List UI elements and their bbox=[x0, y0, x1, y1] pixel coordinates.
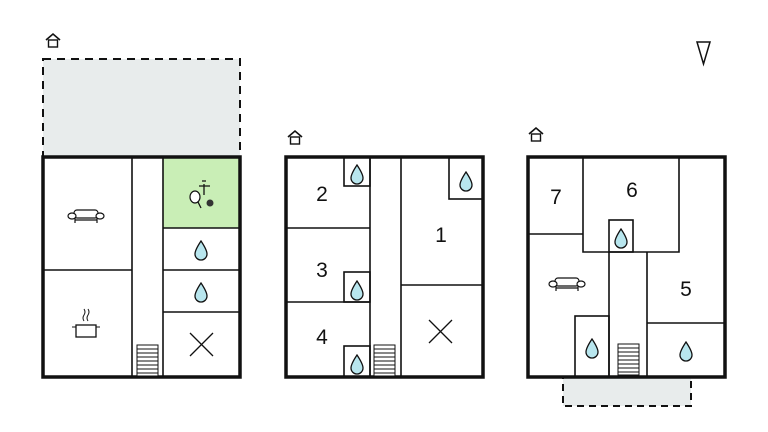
room-number: 5 bbox=[680, 278, 692, 301]
room-number: 1 bbox=[435, 224, 447, 247]
bathroom-drop-icon bbox=[459, 171, 473, 192]
second-floor-plan: 7 6 5 bbox=[526, 127, 727, 407]
bathroom-drop-icon bbox=[585, 338, 599, 359]
balcony bbox=[562, 376, 692, 407]
bathroom-drop-icon bbox=[679, 341, 693, 362]
bathroom-drop-icon bbox=[194, 240, 208, 261]
bathroom-drop-icon bbox=[194, 282, 208, 303]
floor-level-icon bbox=[287, 130, 303, 145]
bathroom-drop-icon bbox=[350, 280, 364, 301]
room-number: 7 bbox=[550, 186, 562, 209]
floor-level-icon bbox=[528, 127, 544, 142]
room-number: 4 bbox=[316, 326, 328, 349]
bathroom-drop-icon bbox=[614, 228, 628, 249]
utility-x-icon bbox=[428, 319, 453, 344]
cooking-pot-icon bbox=[72, 308, 100, 338]
floor-level-icon bbox=[45, 33, 61, 48]
first-floor-plan: 2 3 4 1 bbox=[284, 130, 485, 379]
games-room bbox=[163, 157, 240, 228]
room-number: 2 bbox=[316, 183, 328, 206]
stairs-icon bbox=[136, 344, 159, 377]
terrace bbox=[42, 58, 241, 158]
room-number: 3 bbox=[316, 259, 328, 282]
stairs-icon bbox=[617, 343, 640, 376]
ground-floor-plan bbox=[41, 33, 242, 379]
north-arrow-icon bbox=[695, 41, 712, 67]
room-number: 6 bbox=[626, 179, 638, 202]
bathroom-drop-icon bbox=[350, 354, 364, 375]
stairs-icon bbox=[373, 344, 396, 377]
utility-x-icon bbox=[189, 332, 214, 357]
bathroom-drop-icon bbox=[350, 164, 364, 185]
sofa-icon bbox=[548, 277, 586, 292]
games-icon bbox=[189, 180, 214, 209]
sofa-icon bbox=[67, 209, 105, 224]
